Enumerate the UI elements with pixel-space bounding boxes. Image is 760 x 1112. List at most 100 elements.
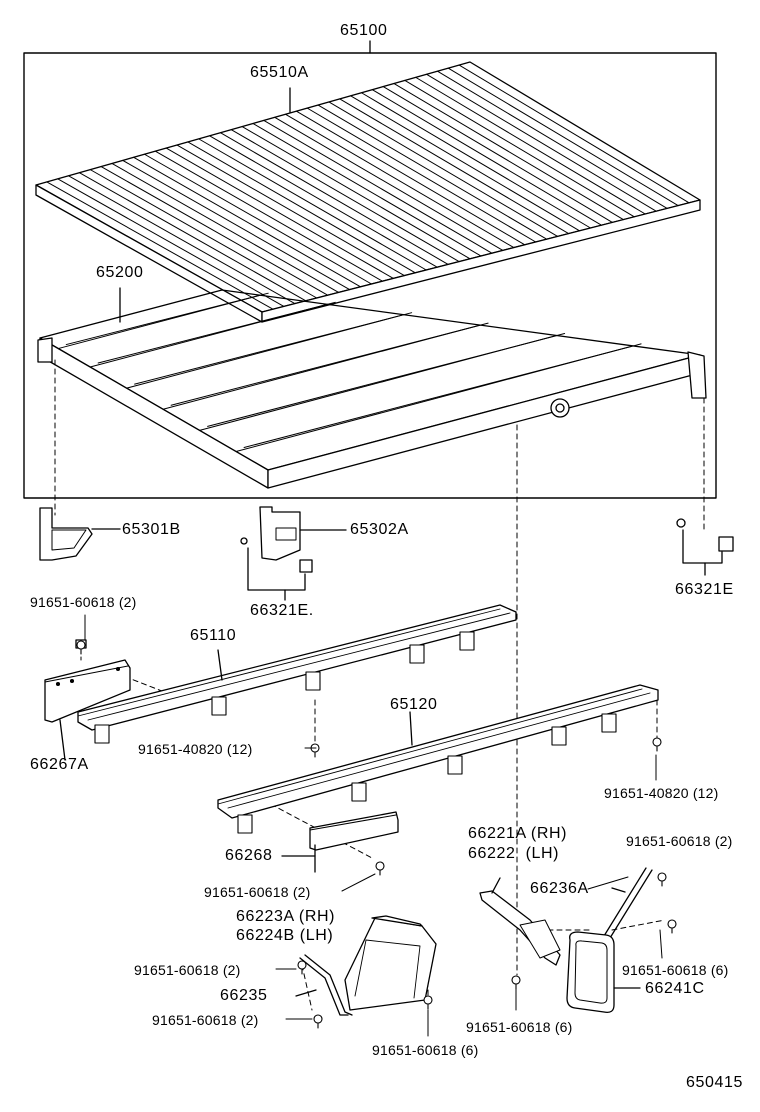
label-66235: 66235 <box>220 987 268 1004</box>
rail-foot <box>601 713 617 733</box>
label-bolt-10: 91651-60618 (6) <box>372 1042 479 1058</box>
floor-rib <box>415 76 646 215</box>
floor-rib <box>458 64 690 204</box>
bolt-icon <box>423 995 433 1005</box>
label-66267a: 66267A <box>30 756 89 773</box>
floor-rib <box>209 135 438 268</box>
floor-rib <box>241 126 471 260</box>
crossmember-edge <box>243 343 642 449</box>
floor-panel <box>35 61 701 323</box>
floor-rib <box>187 141 416 274</box>
floor-rib <box>274 116 504 251</box>
label-bolt-5: 91651-60618 (2) <box>626 833 733 849</box>
floor-rib <box>328 101 559 237</box>
bolt-icon <box>652 737 662 747</box>
label-65110: 65110 <box>190 627 237 644</box>
bracket-65301b <box>39 507 121 561</box>
floor-rib <box>263 119 493 254</box>
label-bolt-1: 91651-60618 (2) <box>30 594 137 610</box>
floor-rib <box>295 110 526 246</box>
bolt-icon <box>297 960 307 970</box>
floor-rib <box>89 169 318 299</box>
label-bolt-4: 91651-60618 (2) <box>204 884 311 900</box>
stay-66236a <box>603 867 653 939</box>
rail-foot <box>551 726 567 746</box>
side-rail-65120 <box>217 684 659 834</box>
label-bolt-8: 91651-60618 (6) <box>466 1019 573 1035</box>
rail-foot <box>459 631 475 651</box>
label-66223a: 66223A (RH) <box>236 908 336 925</box>
frame-66241c <box>566 931 641 1013</box>
label-bolt-7: 91651-60618 (6) <box>622 962 729 978</box>
label-66321e-left: 66321E. <box>250 602 314 619</box>
label-66224b: 66224B (LH) <box>236 927 334 944</box>
floor-rib <box>144 153 372 285</box>
stay-66235 <box>295 954 353 1016</box>
floor-rib <box>426 73 657 212</box>
bolt-icon <box>657 872 667 882</box>
label-bolt-9: 91651-60618 (2) <box>152 1012 259 1028</box>
label-66321e-right: 66321E <box>675 581 734 598</box>
label-66268: 66268 <box>225 847 273 864</box>
clip-66321e <box>676 518 734 576</box>
rail-foot <box>94 724 110 744</box>
floor-rib <box>252 123 482 257</box>
floor-rib <box>68 175 296 305</box>
floor-rib <box>111 162 340 293</box>
crossmember-edge <box>134 312 413 385</box>
floor-rib <box>404 79 635 218</box>
floor-rib <box>165 147 394 279</box>
bracket-65302a <box>240 506 347 601</box>
bolt-icon <box>375 861 385 871</box>
floor-rib <box>219 132 449 265</box>
floor-rib <box>122 159 351 291</box>
plate-66267a <box>44 639 131 761</box>
floor-rib <box>447 67 679 207</box>
rail-foot <box>351 782 367 802</box>
side-rail-65110 <box>77 604 517 744</box>
label-65302a: 65302A <box>350 521 409 538</box>
label-bolt-2: 91651-40820 (12) <box>138 741 253 757</box>
label-bolt-6: 91651-60618 (2) <box>134 962 241 978</box>
rail-foot <box>447 755 463 775</box>
rail-foot <box>237 814 253 834</box>
crossmember-edge <box>170 322 489 406</box>
label-66241c: 66241C <box>645 980 705 997</box>
label-65301b: 65301B <box>122 521 181 538</box>
floor-rib <box>436 70 668 209</box>
label-65510a: 65510A <box>250 64 309 81</box>
label-leaders <box>84 614 663 1037</box>
floor-rib <box>382 86 613 223</box>
label-66221a: 66221A (RH) <box>468 825 568 842</box>
rail-foot <box>211 696 227 716</box>
floor-rib <box>317 104 548 240</box>
floor-rib <box>176 144 405 277</box>
floor-rib <box>57 178 285 307</box>
label-65100: 65100 <box>340 22 388 39</box>
floor-rib <box>230 129 460 263</box>
crossmember-edge <box>65 292 269 346</box>
floor-rib <box>339 98 570 235</box>
stay-66221a <box>479 877 561 966</box>
bolt-icon <box>76 640 86 650</box>
diagram-id: 650415 <box>686 1074 743 1091</box>
bolt-icon <box>511 975 521 985</box>
label-66222: 66222 (LH) <box>468 845 560 862</box>
floor-rib <box>393 83 624 221</box>
crossmember-edge <box>207 333 566 427</box>
bolt-icon <box>313 1014 323 1024</box>
mud-guard-66223a <box>344 915 437 1011</box>
label-65120: 65120 <box>390 696 438 713</box>
label-bolt-3: 91651-40820 (12) <box>604 785 719 801</box>
floor-rib <box>100 166 329 296</box>
label-66236a: 66236A <box>530 880 589 897</box>
floor-frame <box>37 287 707 489</box>
floor-rib <box>361 92 591 229</box>
floor-rib <box>198 138 427 271</box>
crossmember-edge <box>97 301 336 364</box>
floor-rib <box>371 89 602 226</box>
floor-rib <box>285 113 515 249</box>
floor-rib <box>154 150 383 282</box>
